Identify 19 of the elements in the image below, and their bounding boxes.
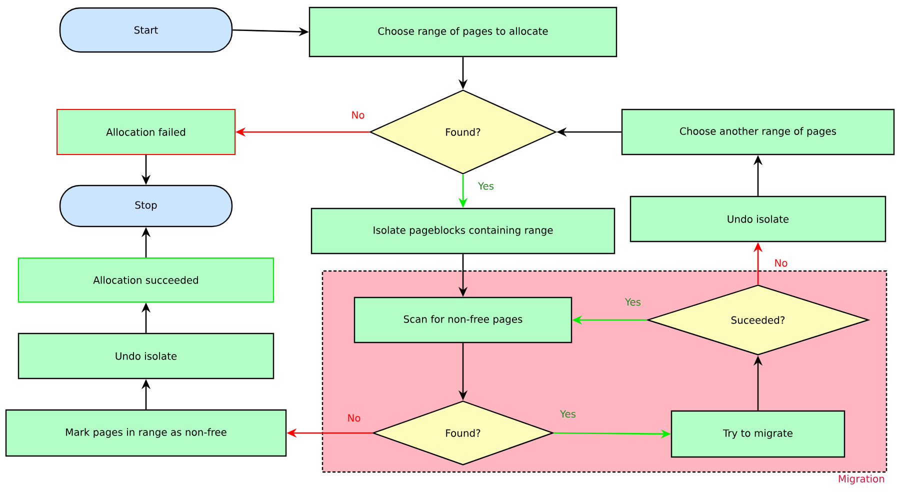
- edge-label: Yes: [478, 182, 494, 190]
- edge-label: No: [352, 111, 364, 119]
- process-box: Allocation succeeded: [18, 257, 274, 302]
- process-box: Allocation failed: [56, 108, 236, 155]
- edge-label: Yes: [560, 410, 576, 418]
- terminal-box: Stop: [59, 184, 233, 228]
- process-box: Choose another range of pages: [621, 108, 895, 156]
- process-box: Isolate pageblocks containing range: [310, 208, 616, 254]
- terminal-box: Start: [59, 7, 233, 53]
- process-box: Mark pages in range as non-free: [5, 409, 287, 457]
- edge-label: Yes: [624, 298, 641, 306]
- process-box: Undo isolate: [18, 332, 274, 380]
- process-box: Undo isolate: [630, 196, 886, 242]
- edge-label: No: [348, 414, 360, 422]
- node-label: Migration: [838, 474, 884, 484]
- edge-label: No: [775, 259, 788, 267]
- process-box: Try to migrate: [670, 410, 846, 458]
- process-box: Choose range of pages to allocate: [308, 6, 618, 58]
- process-box: Scan for non-free pages: [354, 296, 572, 344]
